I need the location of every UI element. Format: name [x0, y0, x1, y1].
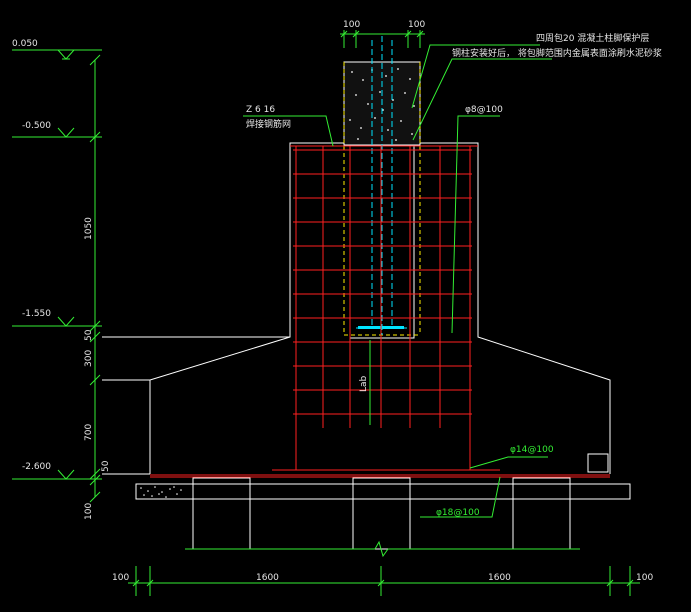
bottom-dim-right-edge: 100 — [636, 573, 653, 583]
column — [343, 36, 421, 339]
note-anchor-length: Lab — [359, 375, 369, 392]
elevation-m0500: -0.500 — [22, 121, 51, 131]
dim-50-top: 50 — [84, 329, 94, 341]
ground-line — [185, 540, 580, 558]
foundation-outline — [135, 142, 631, 550]
note-mesh-top: φ14@100 — [510, 445, 554, 455]
bottom-dim-left-edge: 100 — [112, 573, 129, 583]
leaders — [243, 44, 552, 518]
elevation-0050: 0.050 — [12, 39, 38, 49]
note-stirrup: φ8@100 — [465, 105, 503, 115]
dim-300: 300 — [84, 350, 94, 367]
bottom-dim-right-span: 1600 — [488, 573, 511, 583]
dim-700: 700 — [84, 424, 94, 441]
note-anchor-bar-desc: 焊接钢筋网 — [246, 118, 291, 130]
top-dimensions — [340, 30, 425, 48]
dim-50-bottom: 50 — [101, 460, 111, 472]
note-protective-layer: 四周包20 混凝土柱脚保护层 — [536, 32, 649, 44]
dim-100: 100 — [84, 503, 94, 520]
elevation-m1550: -1.550 — [22, 309, 51, 319]
bottom-dim-left-span: 1600 — [256, 573, 279, 583]
rebar-base — [150, 145, 610, 478]
rebar-grid — [293, 146, 472, 428]
elevation-markers — [12, 49, 102, 480]
note-anchor-bar: Z 6 16 — [246, 105, 275, 115]
lean-concrete-hatch — [140, 486, 182, 498]
top-dim-right: 100 — [408, 20, 425, 30]
note-mesh-bottom: φ18@100 — [436, 508, 480, 518]
bottom-dimensions — [128, 566, 640, 596]
top-dim-left: 100 — [343, 20, 360, 30]
note-after-install: 钢柱安装好后， 将包脚范围内金属表面涂刷水泥砂浆 — [452, 47, 662, 59]
elevation-m2600: -2.600 — [22, 462, 51, 472]
vertical-dimension-chain — [89, 54, 290, 503]
dim-1050: 1050 — [84, 217, 94, 240]
